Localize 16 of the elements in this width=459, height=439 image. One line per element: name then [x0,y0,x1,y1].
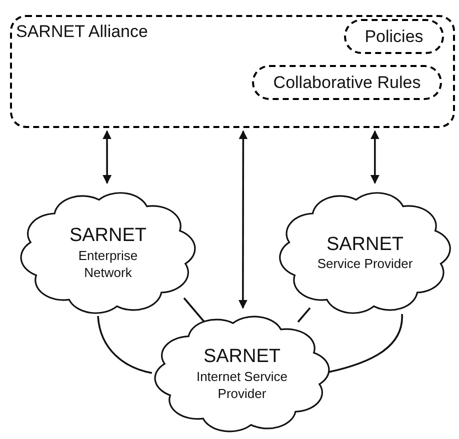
connector-line [97,316,152,374]
cloud-subtitle: Service Provider [317,256,413,274]
group-title: SARNET Alliance [16,21,148,42]
pill-label: Collaborative Rules [273,72,421,94]
cloud-title: SARNET [69,224,147,248]
cloud-title: SARNET [203,345,281,369]
pill-label: Policies [364,26,424,48]
connector-line [328,314,403,373]
cloud-subtitle: Internet Service Provider [195,368,289,403]
alliance-group-box [10,15,455,128]
double-arrow [370,130,380,184]
connector-line [297,307,311,323]
double-arrow [238,130,248,309]
cloud-subtitle: Enterprise Network [77,248,139,282]
double-arrow [102,130,112,184]
cloud-title: SARNET [326,232,404,256]
